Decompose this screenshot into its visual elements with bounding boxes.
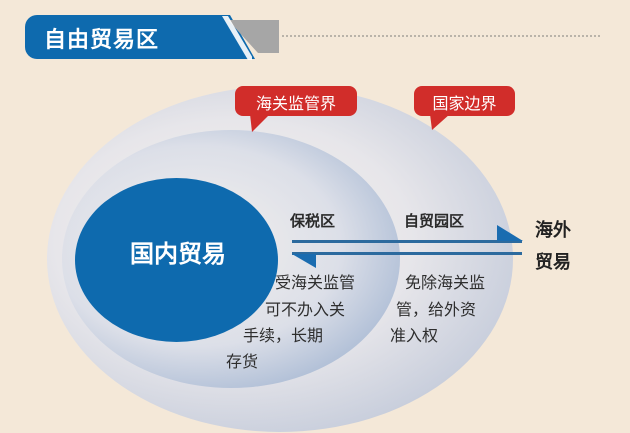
customs-border-callout: 海关监管界 [235,86,357,116]
bonded-desc-line: 可不办入关 [265,300,346,319]
title-banner [25,15,255,59]
page-title: 自由贸易区 [44,28,160,53]
ftz-desc-line: 准入权 [390,326,439,345]
bonded-desc-line: 受海关监管 [275,273,356,292]
overseas-trade-label-1: 海外 [535,220,571,241]
bonded-zone-label: 保税区 [290,212,336,230]
ftz-desc-line: 免除海关监 [405,273,486,292]
domestic-trade-zone [75,178,278,342]
bonded-desc-line: 存货 [226,352,259,371]
national-border-callout: 国家边界 [414,86,515,116]
import-arrow-line [292,252,522,255]
bonded-desc-line: 手续，长期 [243,326,324,345]
domestic-trade-label: 国内贸易 [130,240,226,268]
export-arrow-line [292,240,522,243]
callout-tail [430,114,450,130]
title-divider [282,35,600,37]
overseas-trade-label-2: 贸易 [535,252,571,273]
ftz-desc-line: 管，给外资 [396,300,477,319]
ftz-label: 自贸园区 [404,212,465,230]
